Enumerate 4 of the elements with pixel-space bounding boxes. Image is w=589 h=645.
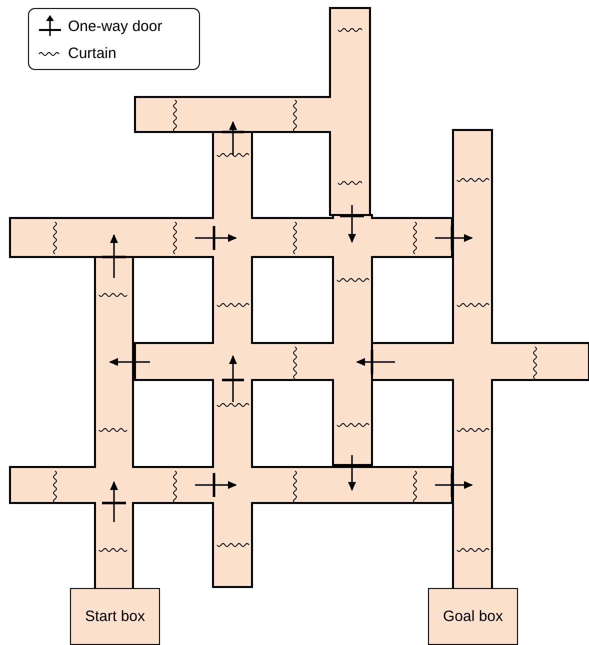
box-label: Goal box: [428, 588, 518, 645]
box-label: Start box: [70, 588, 160, 645]
legend-text: Curtain: [68, 45, 116, 62]
legend-text: One-way door: [68, 18, 162, 34]
